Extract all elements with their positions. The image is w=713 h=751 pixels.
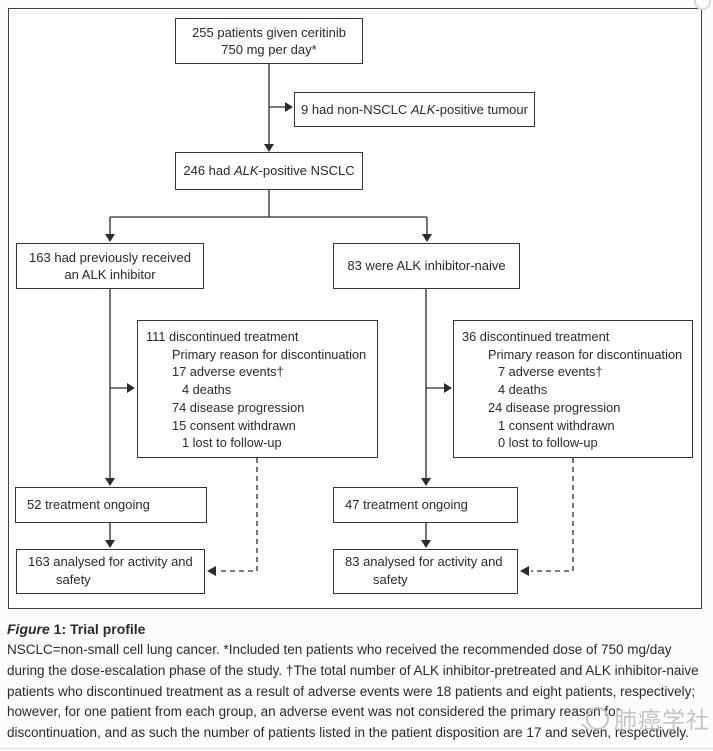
box-pretreated-analysed: 163 analysed for activity and safety	[16, 549, 205, 594]
box-line: 4 deaths	[498, 382, 548, 398]
box-naive-label: 83 were ALK inhibitor-naive	[347, 258, 506, 274]
box-line: 74 disease progression	[172, 399, 305, 415]
box-naive-ongoing: 47 treatment ongoing	[333, 487, 518, 523]
watermark-bottom-right: 肺癌学社	[586, 701, 710, 735]
box-alk-positive: 246 had ALK-positive NSCLC	[175, 152, 363, 190]
box-enrolled: 255 patients given ceritinib 750 mg per …	[175, 18, 363, 64]
caption-title: Figure 1: Trial profile	[7, 621, 706, 637]
box-pretreated-ongoing-label: 52 treatment ongoing	[27, 497, 150, 513]
box-alk-positive-gene: ALK	[233, 163, 259, 179]
box-line: 83 analysed for activity and	[345, 554, 503, 569]
box-line: 7 adverse events†	[498, 364, 603, 380]
box-line: 0 lost to follow-up	[498, 435, 598, 451]
box-naive-ongoing-label: 47 treatment ongoing	[345, 497, 468, 513]
box-excluded-text-post: -positive tumour	[435, 101, 528, 117]
box-pretreated-ongoing: 52 treatment ongoing	[15, 487, 207, 523]
box-enrolled-line1: 255 patients given ceritinib	[192, 24, 346, 40]
box-line: 1 lost to follow-up	[182, 435, 282, 451]
box-line: Primary reason for discontinuation	[488, 346, 683, 362]
box-pretreated-line2: an ALK inhibitor	[64, 267, 156, 282]
caption-figure-word: Figure	[7, 621, 50, 637]
flowchart-connectors	[105, 64, 574, 576]
box-line: Primary reason for discontinuation	[172, 346, 367, 362]
box-naive-analysed: 83 analysed for activity and safety	[333, 549, 518, 594]
figure-caption: Figure 1: Trial profile NSCLC=non-small …	[7, 621, 706, 744]
box-line: 111 discontinued treatment	[146, 329, 299, 344]
caption-title-rest: 1: Trial profile	[49, 621, 146, 637]
dashed-connector-lines	[218, 458, 574, 572]
box-pretreated-line1: 163 had previously received	[29, 249, 191, 265]
box-enrolled-line2: 750 mg per day*	[221, 42, 317, 57]
box-excluded: 9 had non-NSCLC ALK-positive tumour	[294, 92, 535, 127]
watermark-text: 肺癌学社	[614, 707, 710, 733]
box-line: 36 discontinued treatment	[462, 329, 610, 344]
magnifier-logo-icon	[586, 706, 609, 730]
box-line: 17 adverse events†	[172, 364, 284, 380]
box-excluded-gene: ALK	[410, 101, 436, 117]
box-naive: 83 were ALK inhibitor-naive	[333, 243, 520, 289]
box-line: 1 consent withdrawn	[498, 417, 615, 433]
box-line: 15 consent withdrawn	[172, 417, 296, 433]
bottom-divider	[0, 748, 713, 749]
box-line: 163 analysed for activity and	[28, 554, 193, 569]
watermark-top-corner-partial	[694, 0, 711, 10]
box-pretreated: 163 had previously received an ALK inhib…	[16, 243, 204, 289]
box-excluded-text-pre: 9 had non-NSCLC	[301, 101, 411, 117]
box-line: safety	[56, 571, 91, 587]
box-line: 4 deaths	[182, 382, 232, 398]
box-line: 24 disease progression	[488, 399, 621, 415]
box-alk-positive-text-post: -positive NSCLC	[258, 163, 355, 179]
arrowheads	[105, 102, 529, 576]
caption-body: NSCLC=non-small cell lung cancer. *Inclu…	[7, 642, 699, 741]
box-line: safety	[373, 571, 408, 587]
solid-connector-lines	[109, 64, 444, 542]
box-alk-positive-text-pre: 246 had	[183, 163, 234, 179]
